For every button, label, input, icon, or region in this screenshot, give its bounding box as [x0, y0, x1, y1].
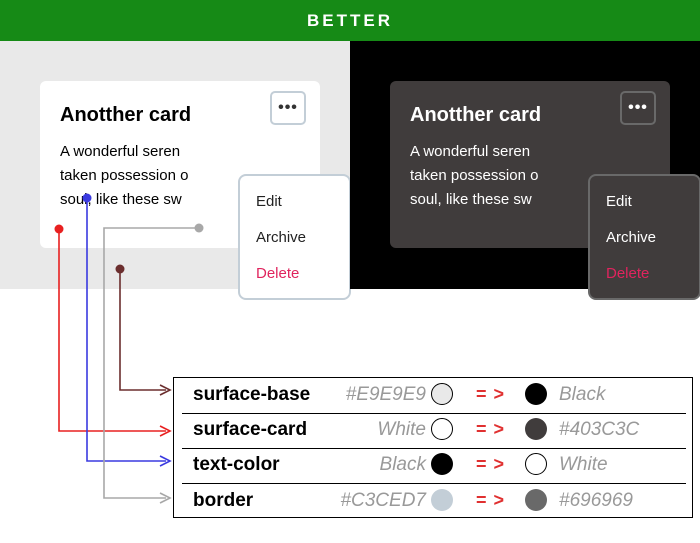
dark-value: #696969	[559, 490, 633, 511]
connector-surface-card	[54, 224, 172, 437]
maps-to-arrow: = >	[476, 490, 506, 510]
token-row-border: border #C3CED7 = > #696969	[174, 484, 692, 519]
connector-border	[103, 223, 204, 504]
card-menu: Edit Archive Delete	[238, 174, 351, 300]
light-swatch	[431, 489, 453, 511]
dark-card: Anotther card A wonderful seren taken po…	[390, 81, 700, 300]
token-name: text-color	[193, 454, 280, 475]
connector-text-color	[82, 193, 172, 467]
token-name: border	[193, 490, 254, 511]
token-row-surface-card: surface-card White = > #403C3C	[174, 413, 692, 449]
more-options-button[interactable]: •••	[270, 91, 306, 125]
maps-to-arrow: = >	[476, 454, 506, 474]
light-value: #E9E9E9	[345, 384, 426, 405]
card-text-line: A wonderful seren	[410, 143, 531, 160]
maps-to-arrow: = >	[476, 419, 506, 439]
dark-swatch	[525, 418, 547, 440]
maps-to-arrow: = >	[476, 384, 506, 404]
dark-swatch	[525, 383, 547, 405]
card-text-line: A wonderful seren	[60, 143, 181, 160]
banner-label: BETTER	[307, 10, 393, 30]
token-name: surface-card	[193, 419, 308, 440]
menu-item-edit[interactable]: Edit	[256, 193, 282, 210]
menu-item-edit[interactable]: Edit	[606, 193, 632, 210]
card-menu: Edit Archive Delete	[588, 174, 700, 300]
card-title: Anotther card	[410, 104, 542, 126]
card-text-line: taken possession o	[60, 167, 189, 184]
row-divider	[182, 448, 686, 449]
dark-swatch	[525, 453, 547, 475]
card-text: A wonderful seren taken possession o sou…	[410, 140, 550, 212]
better-banner: BETTER	[0, 0, 700, 41]
light-value: Black	[379, 454, 426, 475]
menu-item-delete[interactable]: Delete	[606, 265, 650, 282]
token-name: surface-base	[193, 384, 311, 405]
dark-value: #403C3C	[559, 419, 640, 440]
token-row-surface-base: surface-base #E9E9E9 = > Black	[174, 378, 692, 414]
dark-swatch	[525, 489, 547, 511]
token-row-text-color: text-color Black = > White	[174, 448, 692, 484]
card-text-line: taken possession o	[410, 167, 539, 184]
card-title: Anotther card	[60, 104, 192, 126]
light-value: White	[377, 419, 426, 440]
card-text-line: soul, like these sw	[410, 191, 532, 208]
light-swatch	[431, 453, 453, 475]
row-divider	[182, 483, 686, 484]
connector-surface-base	[115, 264, 172, 396]
menu-item-delete[interactable]: Delete	[256, 265, 300, 282]
light-swatch	[431, 418, 453, 440]
dark-theme-panel: Anotther card A wonderful seren taken po…	[350, 41, 700, 300]
dark-value: Black	[559, 384, 606, 405]
token-mapping-table: surface-base #E9E9E9 = > Black surface-c…	[173, 377, 693, 518]
menu-item-archive[interactable]: Archive	[256, 229, 307, 246]
menu-item-archive[interactable]: Archive	[606, 229, 657, 246]
more-options-button[interactable]: •••	[620, 91, 656, 125]
light-value: #C3CED7	[340, 490, 426, 511]
dark-value: White	[559, 454, 608, 475]
row-divider	[182, 413, 686, 414]
light-swatch	[431, 383, 453, 405]
